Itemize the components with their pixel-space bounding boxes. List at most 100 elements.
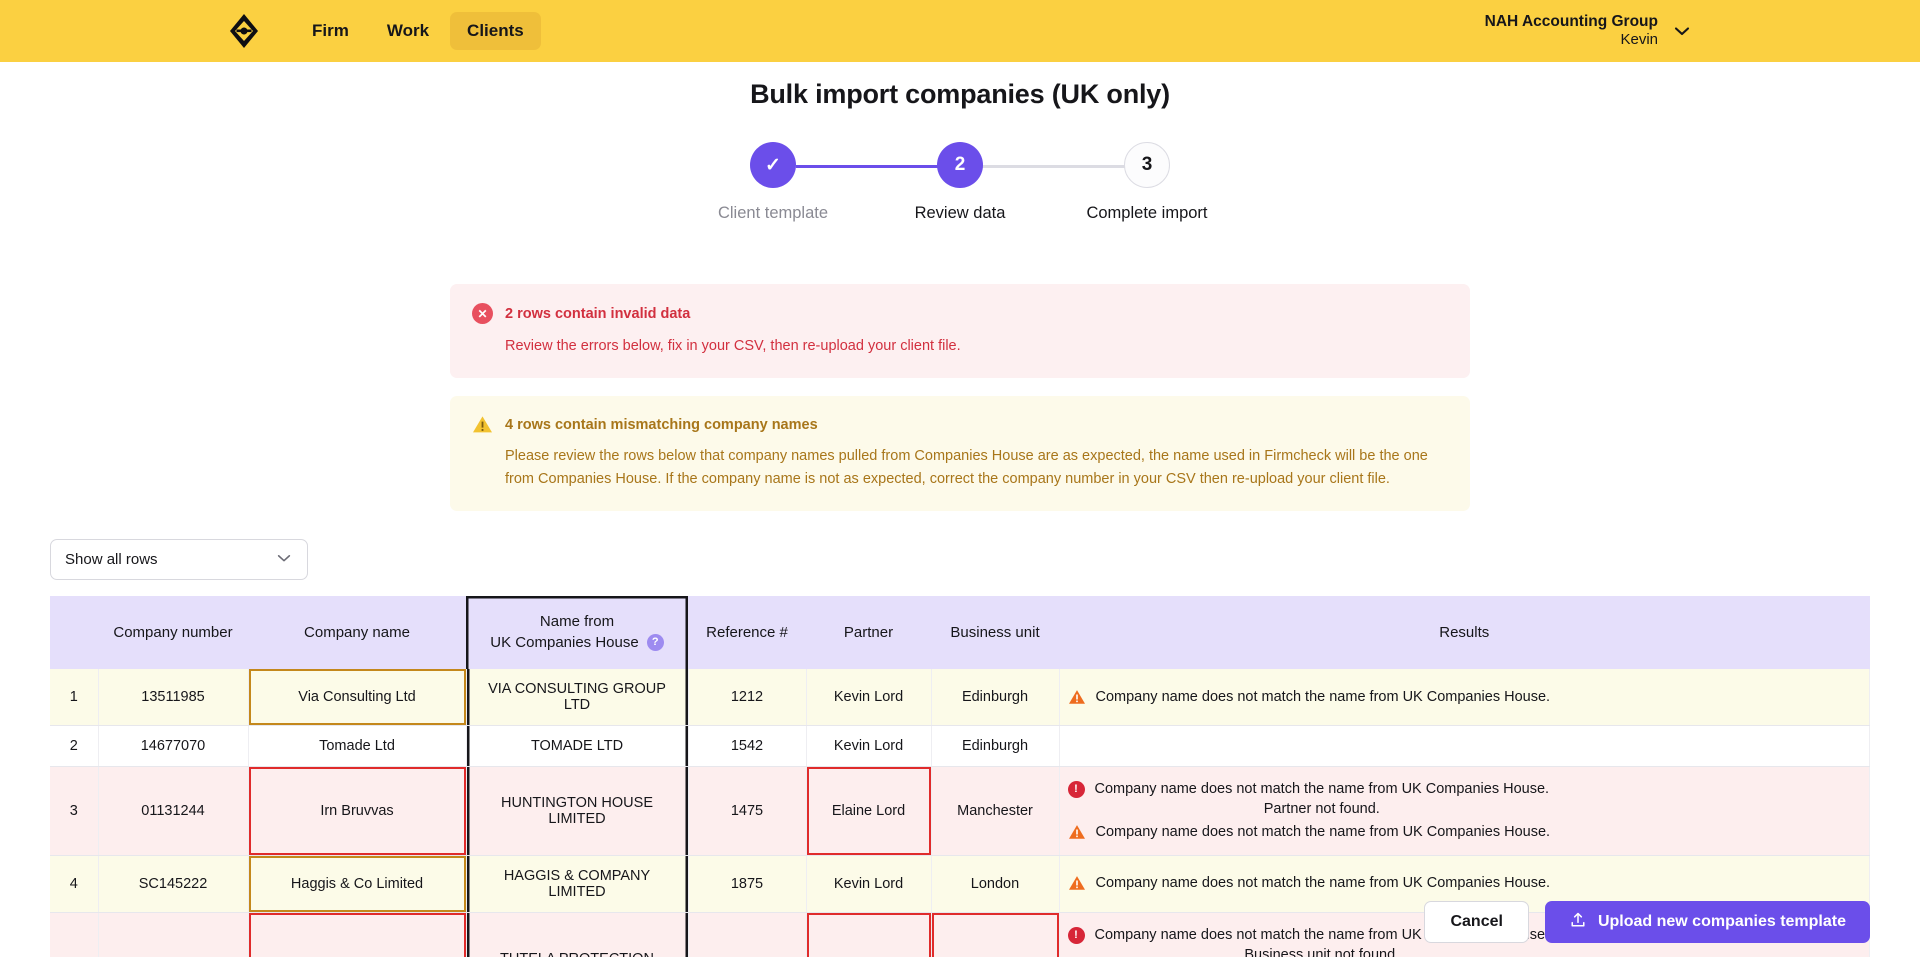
cell-business-unit: Preston — [931, 912, 1060, 957]
upload-new-companies-template-button[interactable]: Upload new companies template — [1544, 901, 1870, 943]
user-name: Kevin — [1620, 31, 1658, 49]
col-header-company-number: Company number — [98, 596, 248, 669]
cell-company-name: Haggis & Co Limited — [248, 855, 467, 913]
cell-index: 1 — [50, 668, 99, 726]
warning-triangle-icon — [1068, 824, 1086, 840]
stepper-connector-filled — [796, 165, 966, 168]
cell-reference: 1087 — [688, 912, 807, 957]
cell-company-number: 14677070 — [98, 725, 249, 767]
stepper-steps: ✓ Client template 2 Review data 3 Comple… — [680, 142, 1240, 223]
result-message: Company name does not match the name fro… — [1095, 688, 1551, 705]
cell-company-name: Via Consulting Ltd — [248, 668, 467, 726]
nav-center-group: Firm Work Clients — [223, 10, 541, 52]
step-label-1: Client template — [717, 204, 829, 222]
import-stepper: ✓ Client template 2 Review data 3 Comple… — [680, 142, 1240, 247]
nav-link-work[interactable]: Work — [386, 21, 430, 40]
cell-company-number: 13511985 — [98, 668, 249, 726]
help-icon[interactable]: ? — [646, 634, 664, 652]
stepper-step-client-template[interactable]: ✓ Client template — [680, 142, 866, 223]
cell-reference: 1875 — [688, 855, 807, 913]
cell-companies-house-name: TUTELA PROTECTION LIMITED — [466, 912, 689, 957]
cell-company-name: Cabbage Production Limited — [248, 912, 467, 957]
result-message: Company name does not match the name fro… — [1094, 780, 1550, 797]
chevron-down-icon[interactable] — [275, 549, 293, 571]
result-message: Business unit not found. — [1244, 947, 1400, 957]
result-message: Partner not found. — [1263, 801, 1380, 818]
col-header-index — [50, 596, 98, 669]
firmcheck-logo-icon[interactable] — [223, 10, 265, 52]
step-marker-1: ✓ — [750, 142, 796, 188]
rows-filter-select[interactable]: Show all rows — [50, 539, 308, 581]
cell-index: 3 — [50, 766, 99, 856]
alert-mismatching-names-title: 4 rows contain mismatching company names — [505, 416, 818, 433]
result-line: Company name does not match the name fro… — [1068, 822, 1862, 843]
cell-company-name: Irn Bruvvas — [248, 766, 467, 856]
error-circle-icon: ! — [1067, 780, 1085, 798]
result-line: Company name does not match the name fro… — [1068, 687, 1862, 708]
cell-partner: Nastaha Lord — [806, 912, 932, 957]
warning-triangle-icon — [1068, 689, 1086, 705]
stepper-step-complete-import[interactable]: 3 Complete import — [1054, 142, 1240, 223]
cell-partner: Elaine Lord — [806, 766, 932, 856]
nav-link-clients[interactable]: Clients — [450, 12, 541, 50]
table-head: Company number Company name Name from UK… — [50, 596, 1870, 669]
step-label-3: Complete import — [1086, 204, 1208, 222]
page-title: Bulk import companies (UK only) — [750, 79, 1170, 109]
top-navigation-bar: Firm Work Clients NAH Accounting Group K… — [0, 0, 1920, 62]
alert-invalid-data-title: 2 rows contain invalid data — [505, 305, 691, 322]
nav-links: Firm Work Clients — [295, 12, 541, 50]
step-marker-2: 2 — [937, 142, 983, 188]
cell-reference: 1542 — [688, 725, 807, 767]
cell-partner: Kevin Lord — [806, 725, 932, 767]
alerts-region: ✕ 2 rows contain invalid data Review the… — [450, 284, 1470, 512]
chevron-down-icon[interactable] — [1672, 21, 1692, 41]
result-message: Company name does not match the name fro… — [1095, 824, 1551, 841]
warning-triangle-icon — [472, 415, 493, 434]
rows-filter-value: Show all rows — [65, 551, 158, 569]
step-marker-3: 3 — [1124, 142, 1170, 188]
footer-actions: Cancel Upload new companies template — [1424, 901, 1870, 943]
cell-company-number: 01131244 — [98, 766, 249, 856]
warning-triangle-icon — [1068, 875, 1086, 891]
result-line: ! Company name does not match the name fr… — [1067, 779, 1862, 820]
col-header-ch-line1: Name from — [539, 613, 615, 631]
col-header-business-unit: Business unit — [931, 596, 1059, 669]
cell-results: ! Company name does not match the name fr… — [1059, 766, 1870, 856]
x-circle-icon: ✕ — [472, 303, 493, 324]
upload-icon — [1569, 911, 1587, 934]
cell-company-name: Tomade Ltd — [248, 725, 467, 767]
organization-name: NAH Accounting Group — [1484, 12, 1658, 30]
result-messages: Company name does not match the name fro… — [1096, 822, 1551, 843]
alert-mismatching-names: 4 rows contain mismatching company names… — [450, 396, 1470, 512]
upload-button-label: Upload new companies template — [1597, 913, 1846, 930]
cell-business-unit: Manchester — [931, 766, 1060, 856]
result-line: Company name does not match the name fro… — [1068, 873, 1862, 894]
cell-results — [1059, 725, 1870, 767]
cell-company-number: 14733807 — [98, 912, 249, 957]
cell-companies-house-name: VIA CONSULTING GROUP LTD — [466, 668, 689, 726]
result-messages: Company name does not match the name fro… — [1096, 687, 1551, 708]
account-switcher[interactable]: NAH Accounting Group Kevin — [1485, 0, 1692, 62]
alert-invalid-data: ✕ 2 rows contain invalid data Review the… — [450, 284, 1470, 379]
nav-link-firm[interactable]: Firm — [312, 21, 349, 40]
alert-invalid-data-body: Review the errors below, fix in your CSV… — [505, 338, 961, 354]
step-label-2: Review data — [914, 204, 1006, 222]
cell-business-unit: Edinburgh — [931, 725, 1060, 767]
cell-results: Company name does not match the name fro… — [1059, 668, 1870, 726]
cell-business-unit: London — [931, 855, 1060, 913]
cancel-button[interactable]: Cancel — [1424, 901, 1529, 943]
cell-reference: 1212 — [688, 668, 807, 726]
cell-company-number: SC145222 — [98, 855, 249, 913]
cell-index: 2 — [50, 725, 99, 767]
cell-index: 4 — [50, 855, 99, 913]
cell-index: 5 — [50, 912, 99, 957]
alert-mismatching-names-header: 4 rows contain mismatching company names — [472, 415, 1448, 434]
cell-companies-house-name: TOMADE LTD — [466, 725, 689, 767]
stepper-step-review-data[interactable]: 2 Review data — [867, 142, 1053, 223]
account-labels: NAH Accounting Group Kevin — [1485, 12, 1658, 50]
cell-business-unit: Edinburgh — [931, 668, 1060, 726]
